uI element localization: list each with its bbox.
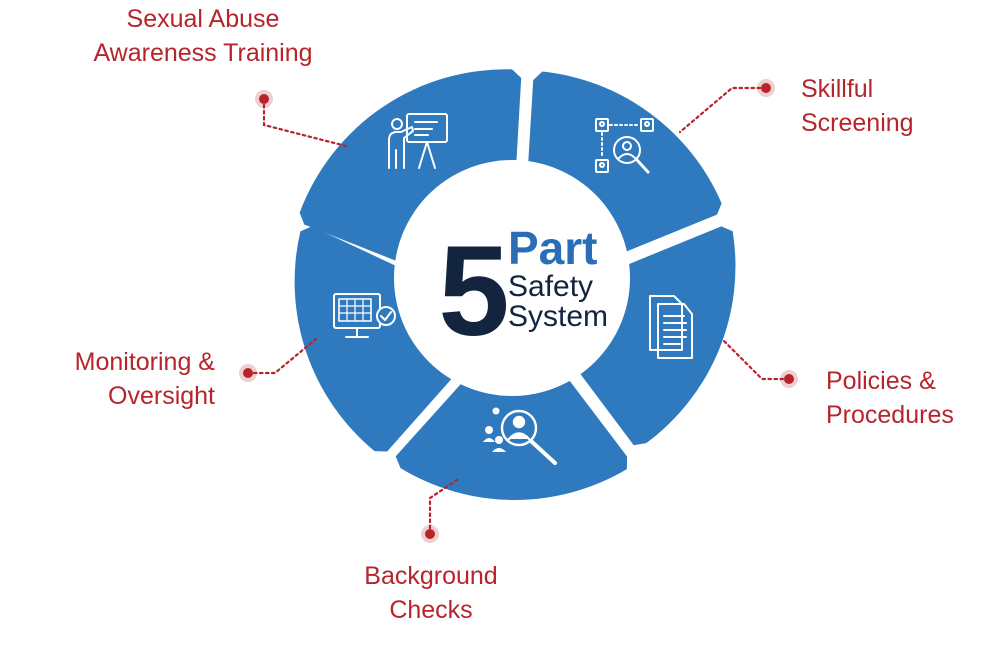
label-line: Screening — [801, 109, 914, 137]
center-part: Part — [508, 222, 597, 274]
connectors — [246, 86, 791, 536]
center-system: System — [508, 300, 608, 333]
label-policies-procedures: Policies & Procedures — [826, 364, 996, 432]
connector-skillful-screening — [678, 86, 768, 134]
label-monitoring-oversight: Monitoring & Oversight — [20, 345, 215, 413]
label-line: Skillful — [801, 75, 874, 103]
segment-policies-procedures — [528, 226, 736, 446]
documents-icon — [649, 295, 693, 359]
label-line: Background — [364, 562, 498, 590]
center-title: 5 Part Safety System — [438, 220, 608, 363]
label-skillful-screening: Skillful Screening — [801, 72, 981, 140]
person-search-icon — [483, 407, 557, 465]
label-line: Awareness Training — [93, 39, 313, 67]
center-number: 5 — [438, 220, 509, 363]
segment-monitoring-oversight — [294, 226, 506, 452]
label-line: Procedures — [826, 401, 954, 429]
monitor-check-icon — [333, 293, 396, 338]
label-line: Checks — [389, 596, 473, 624]
label-line: Oversight — [108, 382, 215, 410]
label-sexual-abuse-awareness-training: Sexual Abuse Awareness Training — [74, 2, 332, 70]
marker-dots — [239, 79, 798, 543]
connector-sexual-abuse — [262, 97, 348, 148]
center-safety: Safety — [508, 270, 593, 303]
ring — [294, 69, 736, 500]
segment-background-checks — [395, 316, 628, 500]
center-circle — [394, 160, 630, 396]
label-background-checks: Background Checks — [331, 559, 531, 627]
label-line: Sexual Abuse — [126, 5, 280, 33]
connector-policies — [722, 339, 791, 381]
marker-dot — [780, 370, 798, 388]
marker-dot — [421, 525, 439, 543]
presentation-icon — [388, 113, 448, 169]
label-line: Policies & — [826, 367, 936, 395]
screening-network-icon — [595, 118, 654, 174]
marker-dot — [255, 90, 273, 108]
marker-dot — [239, 364, 257, 382]
connector-monitoring — [246, 337, 318, 375]
marker-dot — [757, 79, 775, 97]
connector-background — [428, 478, 459, 536]
label-line: Monitoring & — [74, 348, 215, 376]
